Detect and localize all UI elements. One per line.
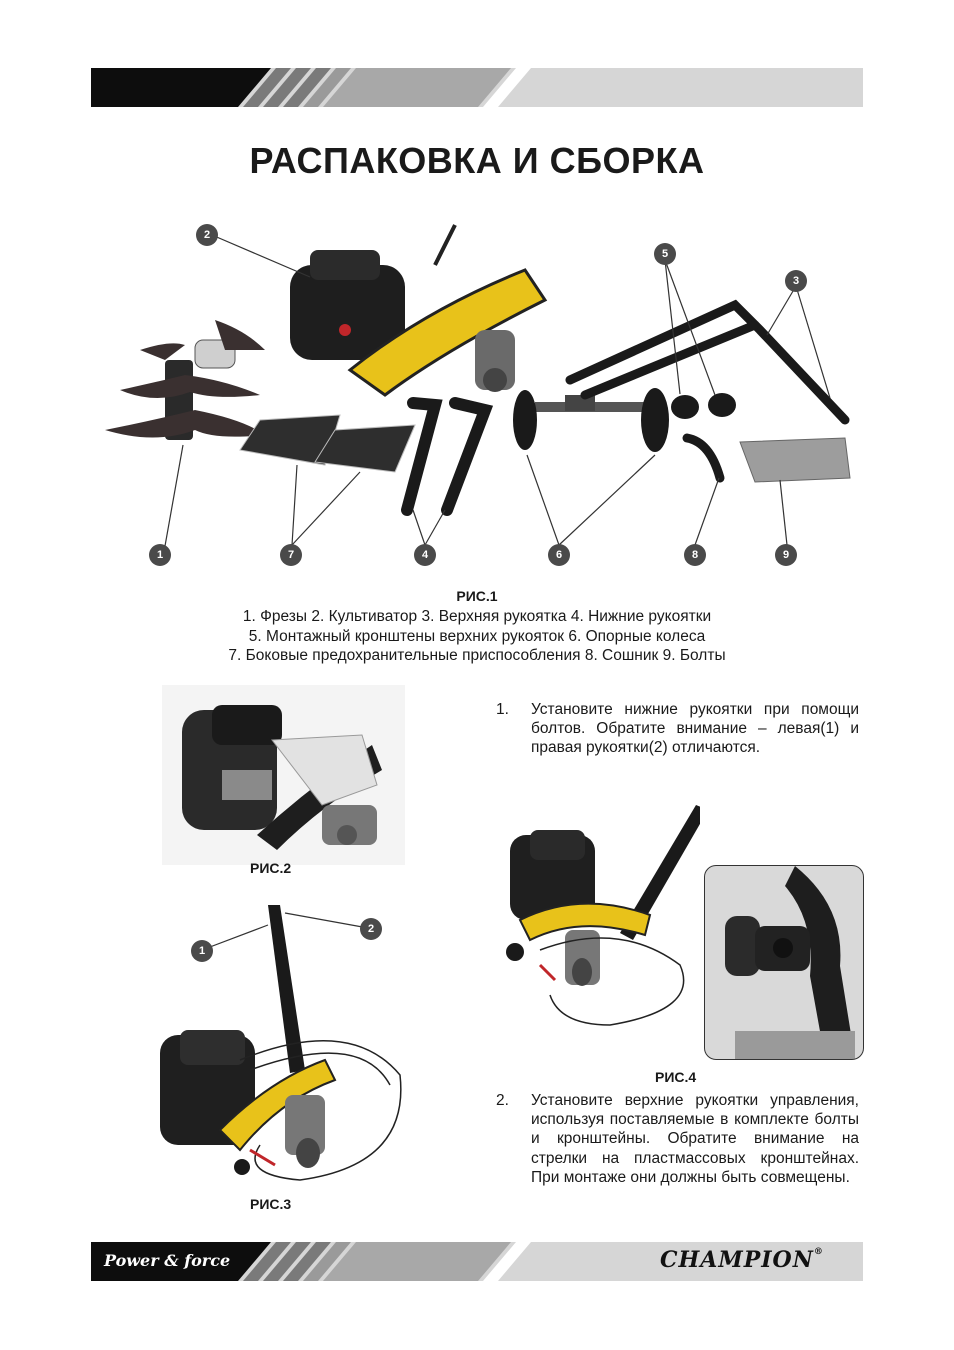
support-wheels-illustration (513, 388, 669, 452)
step-number: 2. (496, 1092, 509, 1109)
footer-slogan: Power & force (104, 1251, 231, 1270)
callout-9: 9 (775, 544, 797, 566)
callout-5: 5 (654, 243, 676, 265)
callout-lines (164, 234, 831, 547)
step-2: 2. Установите верхние рукоятки управле­н… (496, 1091, 864, 1211)
step-number: 1. (496, 701, 509, 718)
legend-line: 7. Боковые предохранительные приспособле… (228, 647, 726, 664)
callout-6: 6 (548, 544, 570, 566)
callout-4: 4 (414, 544, 436, 566)
upper-handle-illustration (565, 299, 850, 425)
page-title: РАСПАКОВКА И СБОРКА (249, 140, 705, 181)
figure-4-inset-photo (704, 865, 864, 1060)
figure-2-photo (162, 685, 405, 865)
registered-mark: ® (813, 1247, 824, 1257)
header-band (91, 68, 863, 107)
footer-band (91, 1242, 863, 1281)
figure-3-callout-1: 1 (191, 940, 213, 962)
cultivator-illustration (290, 224, 548, 397)
callout-3: 3 (785, 270, 807, 292)
figure-4-photo-main (500, 800, 708, 1050)
callout-1: 1 (149, 544, 171, 566)
figure-3-label: РИС.3 (250, 1196, 292, 1212)
figure-1-label: РИС.1 (456, 588, 498, 604)
figure-3-photo: 1 2 (150, 895, 420, 1190)
bracket-knobs-illustration (671, 393, 736, 419)
figure-3-callout-2: 2 (360, 918, 382, 940)
figure-1-parts-illustration: 1 2 3 4 5 6 7 8 9 (95, 210, 865, 585)
lower-handles-illustration (401, 397, 494, 516)
step-1: 1. Установите нижние рукоятки при помо­щ… (496, 700, 864, 760)
figure-2-label: РИС.2 (250, 860, 292, 876)
tines-illustration (105, 320, 265, 440)
callout-2: 2 (196, 224, 218, 246)
callout-7: 7 (280, 544, 302, 566)
step-text: Установите нижние рукоятки при помо­щи б… (531, 701, 859, 757)
brand-name: CHAMPION (660, 1247, 814, 1273)
callout-8: 8 (684, 544, 706, 566)
figure-1-legend: 1. Фрезы 2. Культиватор 3. Верхняя рукоя… (0, 607, 954, 666)
legend-line: 5. Монтажный кронштены верхних рукояток … (248, 627, 706, 645)
brand-logo: CHAMPION® (660, 1247, 824, 1273)
side-shields-illustration (239, 414, 416, 473)
step-text: Установите верхние рукоятки управле­ния,… (531, 1092, 859, 1186)
furrower-illustration (682, 433, 725, 483)
bolts-bag-illustration (739, 437, 851, 483)
figure-4-label: РИС.4 (655, 1069, 697, 1085)
legend-line: 1. Фрезы 2. Культиватор 3. Верхняя рукоя… (242, 608, 712, 625)
